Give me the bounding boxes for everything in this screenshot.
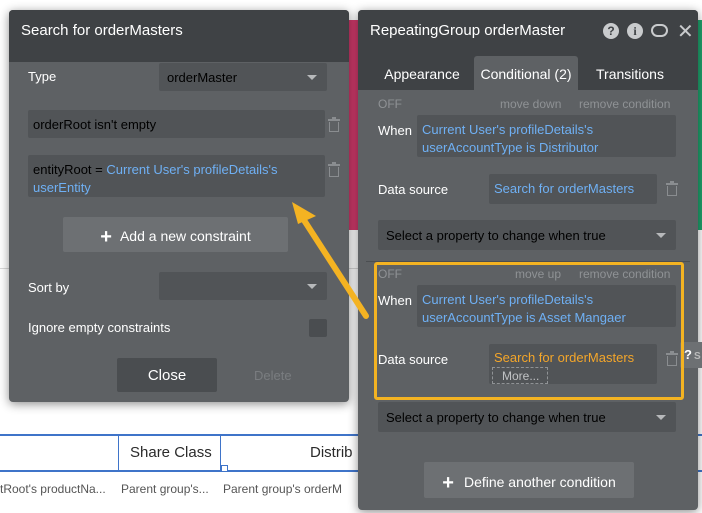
trash-icon[interactable] (328, 117, 340, 132)
move-down-link[interactable]: move down (500, 97, 562, 111)
when-label: When (378, 293, 412, 308)
data-source-field[interactable]: Search for orderMasters (489, 344, 657, 384)
data-source-link[interactable]: Search for orderMasters (494, 350, 635, 365)
delete-button[interactable]: Delete (254, 368, 292, 383)
more-button[interactable]: More... (492, 367, 548, 384)
data-source-label: Data source (378, 182, 449, 197)
table-cell: Parent group's... (121, 482, 209, 496)
table-header-top-border (0, 434, 702, 436)
type-dropdown-value: orderMaster (167, 70, 238, 85)
when-expression-link[interactable]: Current User's profileDetails's userAcco… (422, 122, 599, 155)
chevron-down-icon (656, 233, 666, 238)
table-cell: tRoot's productNa... (0, 482, 106, 496)
trash-icon[interactable] (666, 181, 678, 196)
help-side-badge-mark: ? (684, 347, 692, 362)
tab-conditional[interactable]: Conditional (2) (474, 56, 578, 90)
table-cell: Parent group's orderM (223, 482, 343, 496)
select-property-label: Select a property to change when true (386, 410, 606, 425)
constraint-entityroot[interactable]: entityRoot = Current User's profileDetai… (28, 155, 325, 197)
data-source-label: Data source (378, 352, 449, 367)
help-side-badge-letter: S (693, 351, 701, 362)
add-constraint-label: Add a new constraint (119, 228, 251, 244)
close-icon[interactable]: ✕ (677, 21, 694, 43)
sort-by-label: Sort by (28, 280, 70, 295)
table-header-distrib[interactable]: Distrib (310, 444, 353, 461)
table-column-divider (220, 436, 221, 470)
select-property-dropdown[interactable]: Select a property to change when true (378, 402, 676, 432)
remove-condition-link[interactable]: remove condition (579, 97, 671, 111)
data-source-link[interactable]: Search for orderMasters (494, 181, 635, 196)
chevron-down-icon (307, 284, 317, 289)
help-icon[interactable]: ? (603, 23, 619, 39)
chevron-down-icon (307, 75, 317, 80)
tab-transitions[interactable]: Transitions (596, 66, 664, 82)
constraint-prefix: entityRoot = (33, 162, 103, 177)
annotation-highlight-box (374, 262, 684, 400)
condition-separator (366, 261, 690, 262)
column-resize-handle[interactable] (221, 465, 228, 472)
ignore-empty-checkbox[interactable] (309, 319, 327, 337)
table-column-divider (118, 436, 119, 470)
when-label: When (378, 123, 412, 138)
table-header-share-class[interactable]: Share Class (130, 444, 212, 461)
when-expression-link[interactable]: Current User's profileDetails's userAcco… (422, 292, 626, 325)
type-dropdown[interactable]: orderMaster (159, 63, 327, 91)
constraint-expression-link[interactable]: Current User's profileDetails's userEnti… (33, 162, 278, 195)
tab-appearance[interactable]: Appearance (384, 66, 460, 82)
ignore-empty-label: Ignore empty constraints (28, 320, 171, 335)
when-expression-field[interactable]: Current User's profileDetails's userAcco… (417, 115, 676, 157)
trash-icon[interactable] (328, 162, 340, 177)
data-source-field[interactable]: Search for orderMasters (489, 174, 657, 204)
info-icon[interactable]: i (627, 23, 643, 39)
condition-off-toggle[interactable]: OFF (378, 97, 402, 111)
close-button[interactable]: Close (117, 358, 217, 392)
plus-icon: + (100, 226, 112, 248)
define-condition-button[interactable]: + Define another condition (424, 462, 634, 498)
move-up-link[interactable]: move up (515, 267, 562, 281)
help-side-badge[interactable]: ?S (680, 342, 702, 368)
condition-off-toggle[interactable]: OFF (378, 267, 402, 281)
comment-icon[interactable] (651, 24, 668, 37)
plus-icon: + (442, 472, 454, 494)
when-expression-field[interactable]: Current User's profileDetails's userAcco… (417, 285, 676, 327)
sort-by-dropdown[interactable] (159, 272, 327, 300)
table-header-bottom-border (0, 470, 702, 472)
annotation-arrow (292, 202, 369, 319)
chevron-down-icon (656, 415, 666, 420)
define-condition-label: Define another condition (463, 474, 616, 490)
select-property-label: Select a property to change when true (386, 228, 606, 243)
trash-icon[interactable] (666, 351, 678, 366)
constraint-orderroot[interactable]: orderRoot isn't empty (28, 110, 325, 138)
search-panel-title: Search for orderMasters (9, 10, 349, 62)
add-constraint-button[interactable]: + Add a new constraint (63, 217, 288, 252)
type-label: Type (28, 69, 57, 84)
select-property-dropdown[interactable]: Select a property to change when true (378, 220, 676, 250)
remove-condition-link[interactable]: remove condition (579, 267, 671, 281)
